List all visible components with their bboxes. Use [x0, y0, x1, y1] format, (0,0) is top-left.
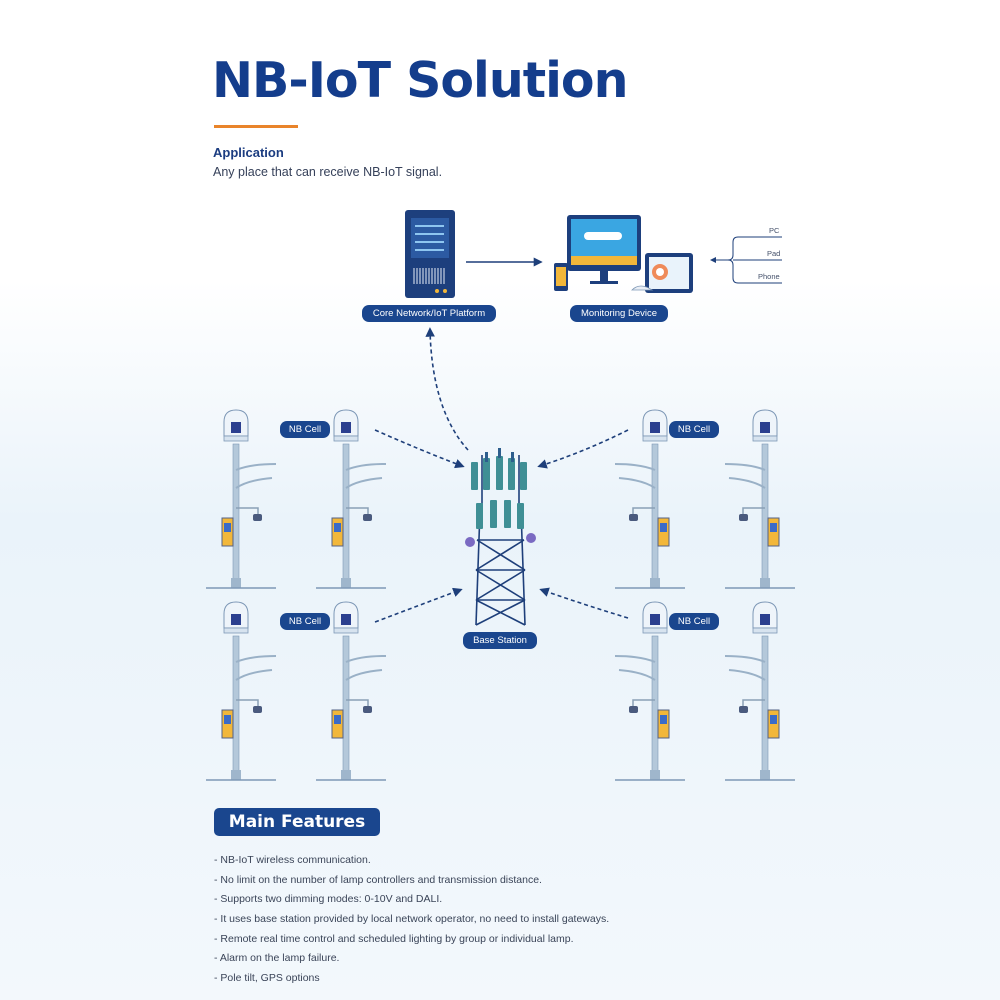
client-label-pad: Pad	[767, 249, 781, 258]
feature-item: - No limit on the number of lamp control…	[214, 873, 542, 886]
nb-cell-label: NB Cell	[669, 613, 719, 630]
base-station-tower-icon	[465, 448, 536, 626]
application-heading: Application	[213, 145, 284, 160]
network-diagram	[205, 210, 796, 781]
feature-item: - NB-IoT wireless communication.	[214, 854, 371, 866]
phone-icon	[554, 263, 568, 291]
street-pole	[724, 409, 796, 589]
feature-item: - Pole tilt, GPS options	[214, 972, 320, 985]
tablet-icon	[645, 253, 693, 293]
nb-cell-label: NB Cell	[280, 421, 330, 438]
feature-item: - Supports two dimming modes: 0-10V and …	[214, 893, 443, 906]
feature-item: - It uses base station provided by local…	[214, 913, 610, 926]
street-pole	[205, 409, 277, 589]
base-station-label: Base Station	[463, 632, 537, 649]
client-label-phone: Phone	[758, 272, 780, 281]
client-bracket	[712, 236, 782, 284]
street-pole	[205, 601, 277, 781]
main-features-heading: Main Features	[214, 808, 380, 836]
application-text: Any place that can receive NB-IoT signal…	[213, 165, 443, 179]
client-label-pc: PC	[769, 226, 780, 235]
title-underline	[214, 125, 298, 128]
client-arrow-head	[710, 257, 716, 263]
cell-arrow-bottom-left	[374, 587, 463, 623]
features-list: - NB-IoT wireless communication. - No li…	[214, 851, 609, 989]
server-icon	[405, 210, 455, 298]
street-pole	[724, 601, 796, 781]
mouse-icon	[631, 285, 654, 291]
nb-cell-label: NB Cell	[280, 613, 330, 630]
cell-arrow-bottom-right	[539, 587, 629, 619]
feature-item: - Alarm on the lamp failure.	[214, 952, 340, 965]
nb-cell-label: NB Cell	[669, 421, 719, 438]
cell-arrow-top-right	[537, 429, 629, 469]
cell-arrow-top-left	[374, 429, 465, 469]
monitoring-device-label: Monitoring Device	[570, 305, 668, 322]
feature-item: - Remote real time control and scheduled…	[214, 932, 574, 945]
base-to-core-arrow	[425, 327, 469, 451]
page-title: NB-IoT Solution	[212, 52, 628, 109]
monitor-icon	[567, 215, 641, 284]
core-network-label: Core Network/IoT Platform	[362, 305, 496, 322]
